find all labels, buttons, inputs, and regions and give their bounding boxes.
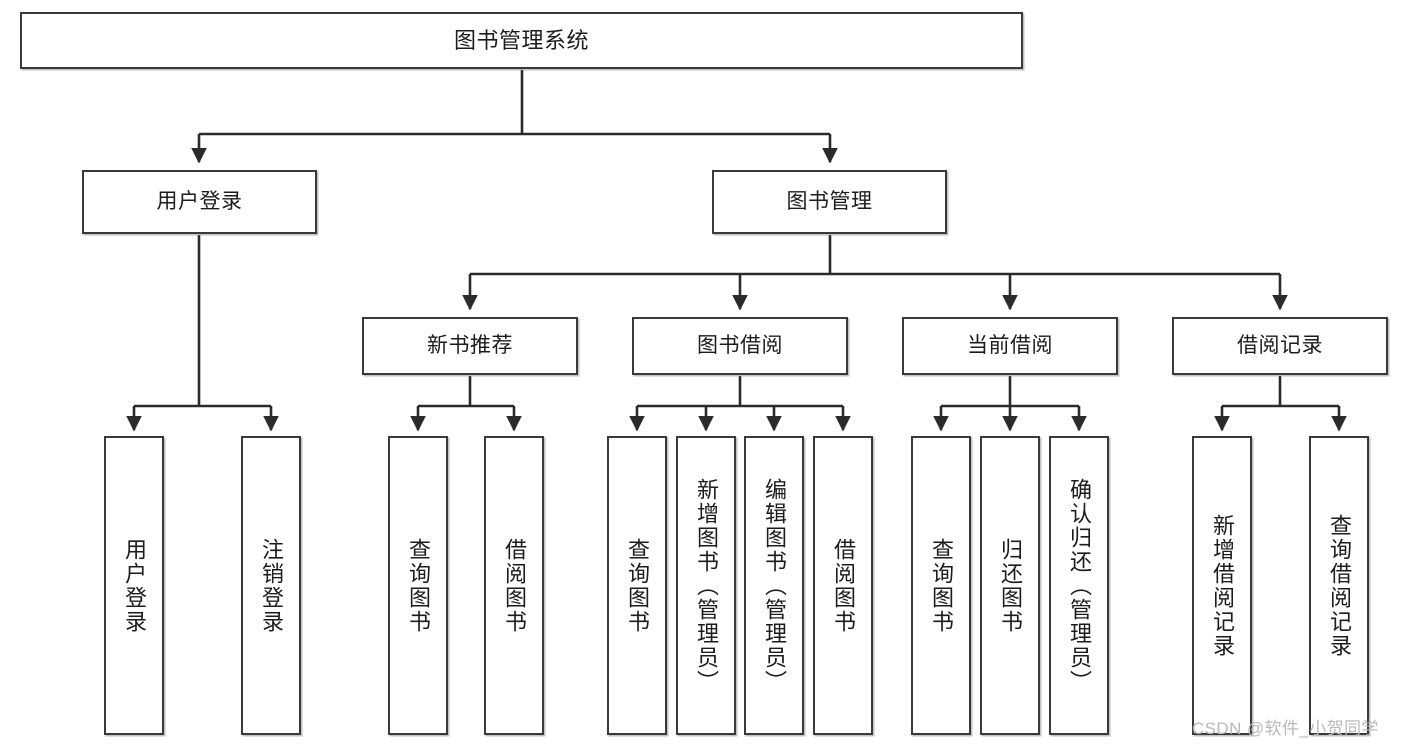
node-label: 注销登录 (258, 537, 284, 634)
node-borrow-record[interactable]: 借阅记录 (1172, 317, 1388, 375)
node-label: 当前借阅 (967, 333, 1053, 357)
csdn-watermark: CSDN @软件_小贺同学 (1192, 719, 1379, 738)
node-label: 图书借阅 (697, 333, 783, 357)
node-book-borrow[interactable]: 图书借阅 (632, 317, 848, 375)
leaf-current-query-book[interactable]: 查询图书 (911, 436, 971, 735)
node-label: 新书推荐 (427, 333, 513, 357)
leaf-recommend-borrow-book[interactable]: 借阅图书 (484, 436, 544, 735)
node-new-book-recommend[interactable]: 新书推荐 (362, 317, 578, 375)
node-label: 借阅记录 (1237, 333, 1323, 357)
node-label: 借阅图书 (830, 537, 856, 634)
leaf-current-return-book[interactable]: 归还图书 (980, 436, 1040, 735)
node-label: 用户登录 (156, 189, 243, 213)
node-label: 查询图书 (405, 537, 431, 634)
node-label: 新增借阅记录 (1209, 513, 1235, 658)
node-label: 新增图书（管理员） (693, 477, 719, 694)
node-label: 归还图书 (997, 537, 1023, 634)
leaf-user-login-login[interactable]: 用户登录 (104, 436, 164, 735)
node-root-system[interactable]: 图书管理系统 (20, 12, 1023, 69)
node-label: 查询借阅记录 (1326, 513, 1352, 658)
node-label: 图书管理 (786, 189, 873, 213)
node-label: 图书管理系统 (453, 27, 589, 53)
node-current-borrow[interactable]: 当前借阅 (902, 317, 1118, 375)
node-label: 借阅图书 (501, 537, 527, 634)
node-book-management[interactable]: 图书管理 (712, 170, 947, 234)
node-label: 确认归还（管理员） (1066, 477, 1092, 694)
node-label: 编辑图书（管理员） (761, 477, 787, 694)
leaf-recommend-query-book[interactable]: 查询图书 (388, 436, 448, 735)
node-label: 查询图书 (928, 537, 954, 634)
node-user-login[interactable]: 用户登录 (82, 170, 317, 234)
leaf-borrow-edit-book-admin[interactable]: 编辑图书（管理员） (744, 436, 804, 735)
leaf-borrow-add-book-admin[interactable]: 新增图书（管理员） (676, 436, 736, 735)
leaf-record-query-record[interactable]: 查询借阅记录 (1309, 436, 1369, 735)
leaf-user-login-logout[interactable]: 注销登录 (241, 436, 301, 735)
leaf-current-confirm-return-admin[interactable]: 确认归还（管理员） (1049, 436, 1109, 735)
leaf-borrow-query-book[interactable]: 查询图书 (607, 436, 667, 735)
node-label: 查询图书 (624, 537, 650, 634)
node-label: 用户登录 (121, 537, 147, 634)
leaf-record-add-record[interactable]: 新增借阅记录 (1192, 436, 1252, 735)
leaf-borrow-borrow-book[interactable]: 借阅图书 (813, 436, 873, 735)
